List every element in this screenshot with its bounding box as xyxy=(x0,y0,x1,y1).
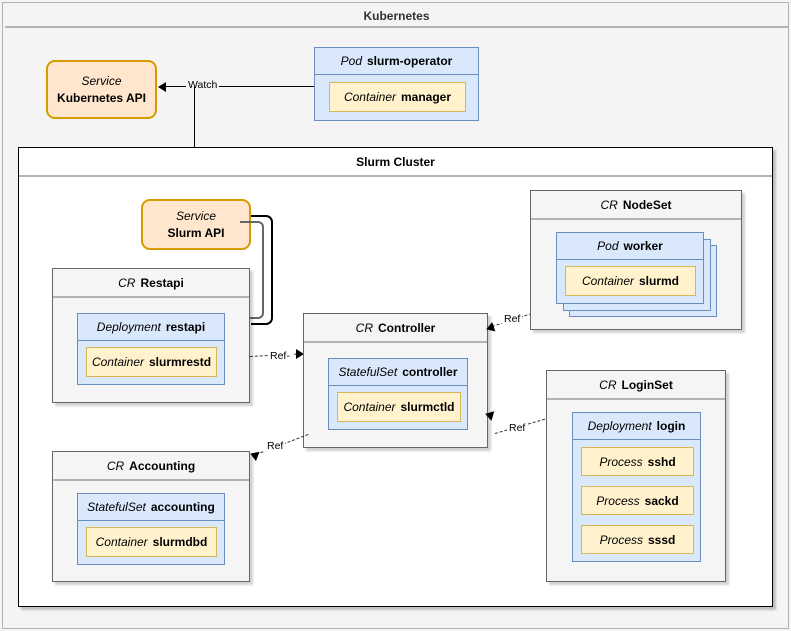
statefulset-accounting-header: StatefulSet accounting xyxy=(78,494,224,521)
container-slurmdbd[interactable]: Container slurmdbd xyxy=(86,527,217,557)
cr-accounting-header: CR Accounting xyxy=(53,452,249,481)
pod-worker-kind: Pod xyxy=(597,239,619,253)
statefulset-accounting[interactable]: StatefulSet accounting Container slurmdb… xyxy=(77,493,225,565)
cr-restapi[interactable]: CR Restapi Deployment restapi Container … xyxy=(52,268,250,403)
service-slurm-api[interactable]: Service Slurm API xyxy=(141,199,251,250)
pod-worker[interactable]: Pod worker Container slurmd xyxy=(556,232,704,304)
container-slurmdbd-kind: Container xyxy=(95,535,148,549)
container-slurmd-kind: Container xyxy=(581,274,634,288)
statefulset-controller[interactable]: StatefulSet controller Container slurmct… xyxy=(328,358,468,430)
deployment-restapi-name: restapi xyxy=(165,320,206,334)
cr-accounting-name: Accounting xyxy=(129,458,196,473)
pod-worker-header: Pod worker xyxy=(557,233,703,260)
container-manager-name: manager xyxy=(401,90,452,104)
statefulset-controller-header: StatefulSet controller xyxy=(329,359,467,386)
cr-loginset-header: CR LoginSet xyxy=(547,371,725,400)
container-manager-kind: Container xyxy=(343,90,396,104)
edge-ref-loginset-controller-label: Ref xyxy=(507,422,528,434)
container-slurmd[interactable]: Container slurmd xyxy=(565,266,696,296)
edge-ref-nodeset-controller-label: Ref xyxy=(502,313,523,325)
container-slurmrestd[interactable]: Container slurmrestd xyxy=(86,347,217,377)
container-slurmd-name: slurmd xyxy=(639,274,680,288)
service-slurm-api-kind: Service xyxy=(175,209,216,224)
statefulset-accounting-kind: StatefulSet xyxy=(87,500,146,514)
cr-controller[interactable]: CR Controller StatefulSet controller Con… xyxy=(303,313,488,448)
edge-slurmapi-restapi-outer xyxy=(251,215,273,325)
cr-controller-name: Controller xyxy=(378,320,436,335)
process-sshd-kind: Process xyxy=(599,454,643,469)
container-slurmctld[interactable]: Container slurmctld xyxy=(337,392,461,422)
deployment-restapi[interactable]: Deployment restapi Container slurmrestd xyxy=(77,313,225,385)
cr-controller-header: CR Controller xyxy=(304,314,487,343)
cr-loginset[interactable]: CR LoginSet Deployment login Process ssh… xyxy=(546,370,726,582)
container-slurmrestd-kind: Container xyxy=(91,355,144,369)
cr-accounting-kind: CR xyxy=(106,458,125,473)
statefulset-controller-name: controller xyxy=(402,365,458,379)
deployment-login-name: login xyxy=(656,419,686,433)
edge-ref-restapi-controller-arrowhead xyxy=(296,349,304,359)
statefulset-controller-kind: StatefulSet xyxy=(338,365,398,379)
pod-slurm-operator-header: Pod slurm-operator xyxy=(315,48,478,75)
process-sackd[interactable]: Process sackd xyxy=(581,486,694,515)
container-slurmctld-kind: Container xyxy=(343,400,396,414)
edge-ref-restapi-controller-label: Ref- xyxy=(268,350,292,362)
deployment-login-header: Deployment login xyxy=(573,413,700,440)
pod-slurm-operator[interactable]: Pod slurm-operator Container manager xyxy=(314,47,479,121)
service-slurm-api-name: Slurm API xyxy=(167,225,225,240)
edge-watch-horizontal xyxy=(162,86,314,87)
cr-loginset-name: LoginSet xyxy=(621,377,673,392)
process-sackd-kind: Process xyxy=(596,493,640,508)
container-slurmdbd-name: slurmdbd xyxy=(152,535,208,549)
pod-slurm-operator-name: slurm-operator xyxy=(367,54,453,68)
process-sssd-kind: Process xyxy=(599,532,643,547)
edge-slurmapi-restapi-inner xyxy=(240,221,264,319)
container-manager[interactable]: Container manager xyxy=(329,82,466,112)
deployment-login-kind: Deployment xyxy=(587,419,652,433)
edge-watch-label: Watch xyxy=(186,79,220,91)
service-kubernetes-api-name: Kubernetes API xyxy=(57,90,146,105)
pod-slurm-operator-kind: Pod xyxy=(340,54,362,68)
kubernetes-frame-title: Kubernetes xyxy=(5,5,788,28)
cr-nodeset-kind: CR xyxy=(600,197,618,212)
edge-ref-controller-accounting-label: Ref xyxy=(265,440,286,452)
cr-nodeset-header: CR NodeSet xyxy=(531,191,741,220)
process-sssd[interactable]: Process sssd xyxy=(581,525,694,554)
deployment-login[interactable]: Deployment login Process sshd Process sa… xyxy=(572,412,701,562)
container-slurmrestd-name: slurmrestd xyxy=(149,355,212,369)
cr-nodeset-name: NodeSet xyxy=(622,197,672,212)
deployment-restapi-kind: Deployment xyxy=(96,320,161,334)
edge-watch-arrowhead xyxy=(158,82,166,92)
deployment-restapi-header: Deployment restapi xyxy=(78,314,224,341)
process-sssd-name: sssd xyxy=(648,532,676,547)
statefulset-accounting-name: accounting xyxy=(150,500,215,514)
cr-controller-kind: CR xyxy=(355,320,373,335)
cr-restapi-header: CR Restapi xyxy=(53,269,249,298)
container-slurmctld-name: slurmctld xyxy=(400,400,455,414)
cr-loginset-kind: CR xyxy=(599,377,617,392)
pod-worker-name: worker xyxy=(623,239,663,253)
process-sackd-name: sackd xyxy=(644,493,679,508)
service-kubernetes-api-kind: Service xyxy=(81,74,122,89)
cr-restapi-kind: CR xyxy=(118,275,136,290)
cr-accounting[interactable]: CR Accounting StatefulSet accounting Con… xyxy=(52,451,250,582)
edge-watch-vertical xyxy=(194,86,195,195)
service-kubernetes-api[interactable]: Service Kubernetes API xyxy=(46,60,157,119)
process-sshd-name: sshd xyxy=(647,454,676,469)
cr-nodeset[interactable]: CR NodeSet Pod worker Container slurmd xyxy=(530,190,742,330)
process-sshd[interactable]: Process sshd xyxy=(581,447,694,476)
cr-restapi-name: Restapi xyxy=(140,275,184,290)
slurm-cluster-title: Slurm Cluster xyxy=(19,148,772,177)
